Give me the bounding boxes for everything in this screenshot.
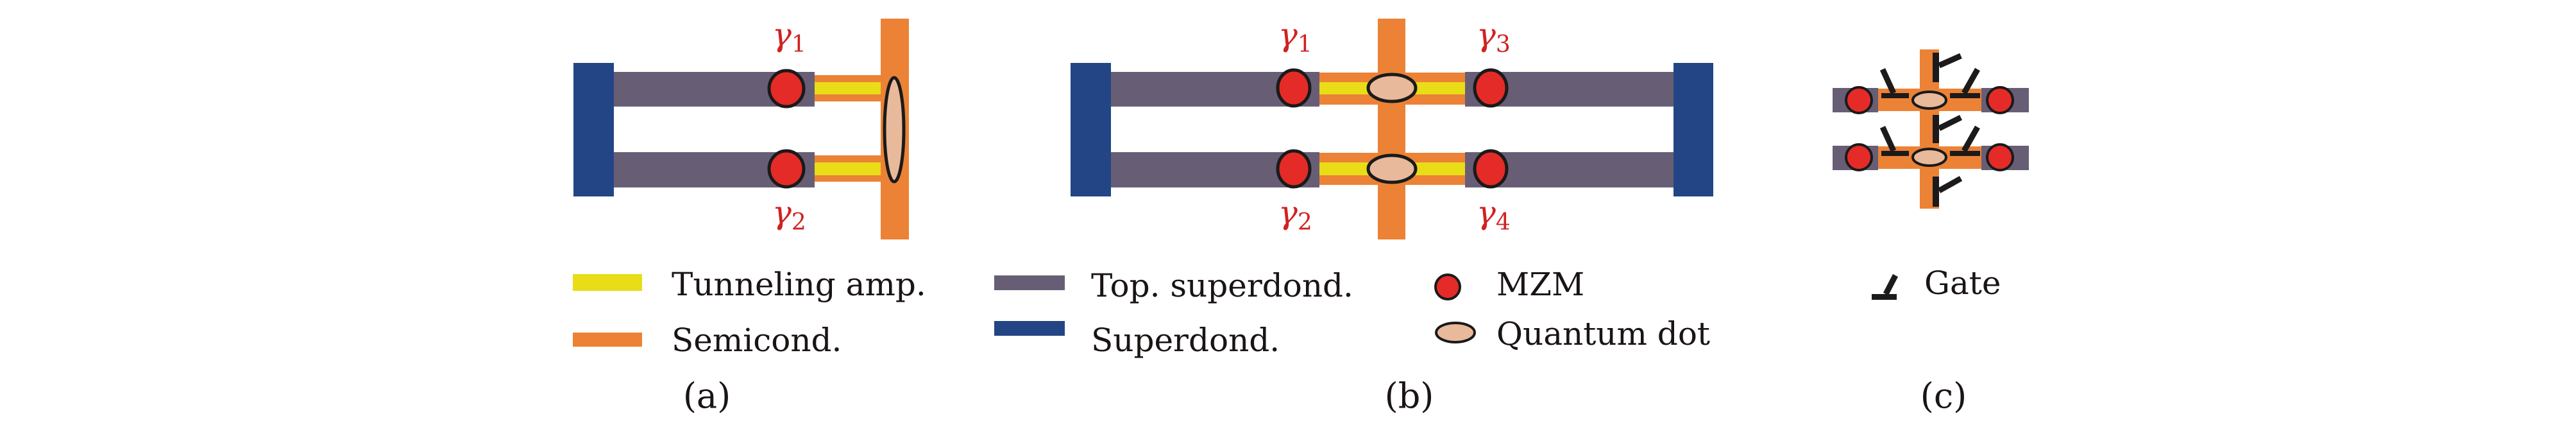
quantum-dot-upper [1911, 91, 1947, 110]
legend-item-tunneling: Tunneling amp. [573, 266, 926, 303]
legend-item-superdond: Superdond. [994, 321, 1280, 359]
superdond-swatch [994, 321, 1065, 336]
caption-a: (a) [683, 376, 731, 416]
quantum-dot-elongated [883, 76, 906, 184]
label-gamma3: γ3 [1477, 16, 1511, 58]
superconductor-block-right [1674, 63, 1713, 196]
mzm-gamma3 [1473, 68, 1509, 108]
legend-label: Gate [1924, 265, 2001, 302]
mzm [1986, 86, 2014, 114]
tunneling-swatch [573, 274, 642, 291]
legend-label: Superdond. [1091, 322, 1280, 359]
legend-label: MZM [1496, 266, 1584, 303]
semicond-swatch [573, 333, 642, 347]
superconductor-block-left [1071, 63, 1111, 196]
gate-icon [1879, 68, 1909, 98]
legend-label: Quantum dot [1496, 315, 1710, 352]
caption-c: (c) [1920, 376, 1967, 416]
top-superdond-swatch [994, 275, 1065, 290]
quantum-dot-upper [1366, 73, 1418, 103]
legend-item-quantum-dot: Quantum dot [1435, 315, 1710, 352]
mzm-gamma2 [1276, 149, 1312, 189]
tunneling-link-lower [815, 162, 881, 175]
quantum-dot-lower [1911, 148, 1947, 167]
tunneling-link-upper [815, 82, 881, 94]
panel-a: γ1 γ2 (a) [573, 16, 909, 416]
legend-item-top-superdond: Top. superdond. [994, 267, 1353, 304]
quantum-dot-lower [1366, 153, 1418, 184]
legend-label: Tunneling amp. [672, 266, 926, 303]
panel-b: γ1 γ2 γ3 γ4 (b) [1071, 16, 1713, 416]
superconductor-block [573, 63, 614, 196]
mzm-gamma1 [767, 69, 806, 108]
mzm [1845, 86, 1873, 114]
caption-b: (b) [1385, 376, 1434, 416]
panel-c: (c) [1833, 49, 2029, 416]
mzm-gamma2 [767, 149, 806, 189]
legend-item-gate: Gate [1872, 265, 2001, 302]
gate-icon [1950, 125, 1980, 156]
gate-icon [1879, 126, 1909, 156]
mzm-gamma1 [1276, 68, 1312, 108]
label-gamma2: γ2 [772, 194, 806, 236]
legend-label: Top. superdond. [1091, 267, 1353, 304]
gate-icon [1872, 273, 1898, 300]
quantum-dot-icon [1435, 322, 1476, 343]
legend-item-semicond: Semicond. [573, 322, 842, 359]
mzm-icon [1434, 273, 1461, 300]
label-gamma4: γ4 [1477, 194, 1511, 236]
mzm [1986, 143, 2014, 171]
gate-icon [1950, 67, 1980, 98]
label-gamma2: γ2 [1278, 194, 1312, 236]
legend: Tunneling amp. Semicond. Top. superdond.… [573, 265, 2001, 359]
label-gamma1: γ1 [1278, 16, 1312, 58]
legend-label: Semicond. [672, 322, 842, 359]
legend-item-mzm: MZM [1434, 266, 1584, 303]
gate-icon [1933, 176, 1963, 207]
mzm-gamma4 [1473, 149, 1509, 189]
gate-icon [1933, 114, 1963, 143]
semiconductor-vertical [1378, 19, 1405, 239]
mzm [1845, 143, 1873, 171]
label-gamma1: γ1 [772, 16, 806, 58]
gate-icon [1933, 53, 1962, 82]
